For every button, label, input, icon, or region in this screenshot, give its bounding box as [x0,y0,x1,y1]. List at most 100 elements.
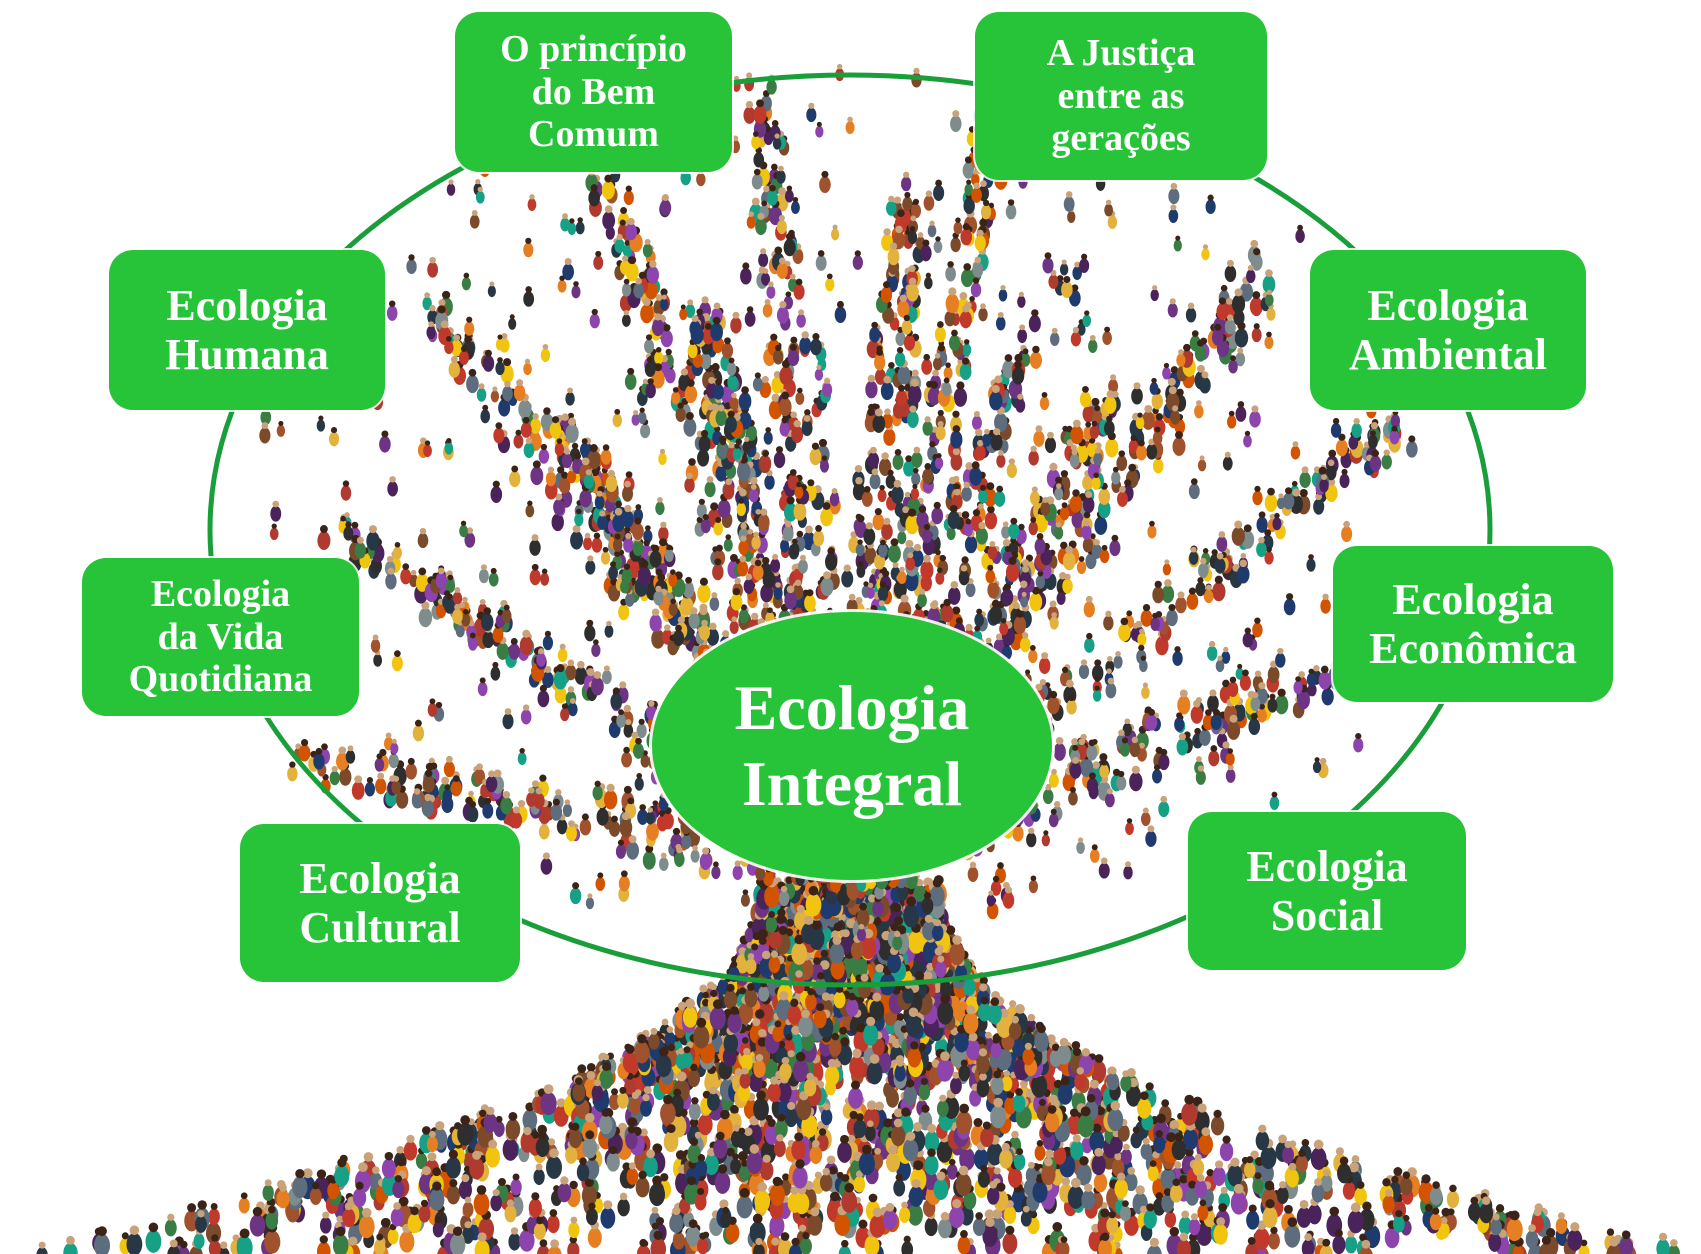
crowd-person [1256,511,1268,533]
crowd-person [1619,1230,1634,1254]
crowd-person [910,483,920,500]
crowd-person [502,380,513,402]
crowd-person [1212,575,1226,602]
crowd-person [208,1202,220,1225]
crowd-person [1104,199,1114,217]
crowd-person [565,820,577,842]
crowd-person [984,505,998,530]
crowd-person [753,147,765,168]
crowd-person [796,309,806,328]
crowd-person [238,1192,250,1214]
node-ecologia-cultural: Ecologia Cultural [240,824,520,982]
crowd-person [1109,534,1121,557]
crowd-person [1141,682,1150,699]
crowd-person [776,165,786,184]
crowd-person [1028,875,1039,894]
crowd-person [1070,419,1084,445]
crowd-person [502,708,514,730]
crowd-person [784,185,794,203]
crowd-person [1168,204,1179,224]
crowd-person [527,194,537,211]
crowd-person [945,287,960,314]
crowd-person [852,250,863,270]
crowd-person [1242,627,1253,648]
crowd-person [585,893,595,910]
crowd-person [392,541,403,560]
crowd-person [825,547,838,571]
crowd-person [145,1222,162,1253]
crowd-person [1029,486,1040,506]
crowd-person [585,555,596,575]
crowd-person [537,684,550,708]
crowd-person [612,408,623,428]
crowd-person [924,1148,939,1176]
crowd-person [902,191,913,212]
crowd-person [634,772,644,791]
crowd-person [621,310,631,327]
crowd-person [370,634,381,653]
crowd-person [1251,323,1262,343]
crowd-person [923,190,935,211]
crowd-person [841,564,854,588]
crowd-person [540,344,551,363]
crowd-person [387,476,398,497]
crowd-person [924,272,933,290]
crowd-person [752,372,763,392]
crowd-person [730,311,742,334]
crowd-person [972,1212,986,1236]
crowd-person [1034,532,1046,555]
crowd-person [602,205,616,230]
crowd-person [508,314,517,330]
crowd-person [466,368,479,394]
crowd-person [1234,321,1249,348]
crowd-person [1149,377,1159,395]
crowd-person [1078,659,1090,680]
center-node-ecologia-integral: Ecologia Integral [652,612,1052,880]
crowd-person [364,777,376,797]
crowd-person [464,316,475,336]
crowd-person [579,813,592,836]
crowd-person [1123,861,1133,880]
crowd-person [557,643,568,663]
crowd-person [1069,489,1083,513]
crowd-person [1201,244,1210,261]
crowd-person [933,179,945,201]
crowd-person [405,757,417,780]
crowd-person [1076,837,1085,854]
crowd-person [948,329,960,351]
crowd-person [540,568,550,586]
crowd-person [1390,409,1401,428]
crowd-person [473,1185,490,1216]
crowd-person [738,386,752,411]
crowd-person [63,1235,78,1254]
crowd-person [1173,235,1182,252]
crowd-person [1194,400,1204,419]
crowd-person [1429,1181,1443,1206]
crowd-person [770,553,781,573]
node-justica-geracoes: A Justiça entre as gerações [975,12,1267,180]
crowd-person [523,286,535,307]
crowd-person [391,650,403,672]
crowd-person [945,261,956,282]
crowd-person [1353,732,1364,753]
crowd-person [1222,451,1233,471]
crowd-person [340,480,352,501]
crowd-person [1017,324,1028,344]
crowd-person [1081,1183,1096,1210]
crowd-person [1150,285,1159,302]
crowd-person [547,1209,560,1234]
crowd-person [848,1080,863,1109]
crowd-person [418,601,433,628]
crowd-person [427,698,438,717]
crowd-person [1555,1212,1568,1235]
crowd-person [971,182,982,203]
crowd-person [922,416,933,436]
crowd-person [477,677,488,697]
crowd-person [446,179,456,196]
crowd-person [478,564,489,584]
crowd-person [462,1196,474,1218]
crowd-person [655,497,665,516]
crowd-person [591,639,601,657]
crowd-person [386,300,398,321]
crowd-person [469,209,480,229]
